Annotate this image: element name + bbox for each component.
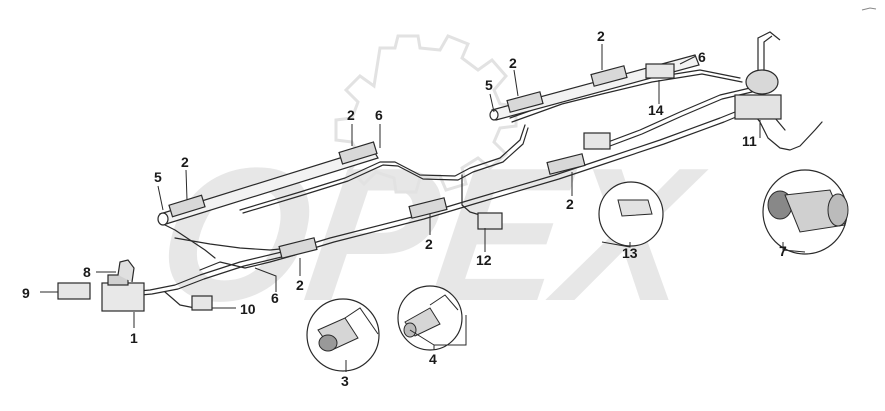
pump-unit-11	[734, 94, 782, 120]
leader-lines	[40, 44, 806, 372]
callout-5b: 5	[485, 77, 493, 93]
callout-9: 9	[22, 285, 30, 301]
callout-6c: 6	[271, 290, 279, 306]
callout-2c: 2	[509, 55, 517, 71]
detail-13	[598, 181, 664, 247]
callout-labels: 1 2 2 2 2 2 2 2 2 3 4 5 5 6 6 6 7 8 9 10…	[22, 28, 787, 389]
callout-2g: 2	[296, 277, 304, 293]
callout-1: 1	[130, 330, 138, 346]
callout-8: 8	[83, 264, 91, 280]
heat-exchanger-g	[278, 237, 318, 259]
watermark-gear	[334, 34, 518, 194]
callout-2b: 2	[347, 107, 355, 123]
junction-box	[583, 132, 611, 150]
pipe-8	[117, 259, 135, 283]
callout-14: 14	[648, 102, 664, 118]
detail-4	[397, 285, 463, 351]
module-box-10	[191, 295, 213, 311]
heat-exchangers	[168, 65, 628, 259]
relay-box-12	[477, 212, 503, 230]
callout-4: 4	[429, 351, 437, 367]
callout-6b: 6	[698, 49, 706, 65]
callout-2d: 2	[597, 28, 605, 44]
heat-exchanger-b	[338, 141, 378, 165]
heat-exchanger-e	[408, 197, 448, 219]
corner-mark	[861, 7, 877, 11]
control-box-14	[645, 63, 675, 79]
callout-11: 11	[742, 133, 757, 149]
callout-13: 13	[622, 245, 638, 261]
duct-left	[157, 147, 379, 226]
heat-exchanger-f	[546, 153, 586, 175]
callout-2a: 2	[181, 154, 189, 170]
detail-3	[306, 298, 380, 372]
callout-3: 3	[341, 373, 349, 389]
callout-5a: 5	[154, 169, 162, 185]
heat-exchanger-a	[168, 194, 206, 218]
detail-7	[762, 169, 849, 255]
callout-6a: 6	[375, 107, 383, 123]
module-box-9	[57, 282, 91, 300]
heat-exchanger-d	[590, 65, 628, 87]
heater-unit-1	[101, 282, 145, 312]
callout-7: 7	[779, 243, 787, 259]
callout-10: 10	[240, 301, 256, 317]
callout-2f: 2	[566, 196, 574, 212]
callout-2e: 2	[425, 236, 433, 252]
callout-12: 12	[476, 252, 492, 268]
components	[57, 31, 782, 312]
heat-exchanger-c	[506, 91, 544, 113]
